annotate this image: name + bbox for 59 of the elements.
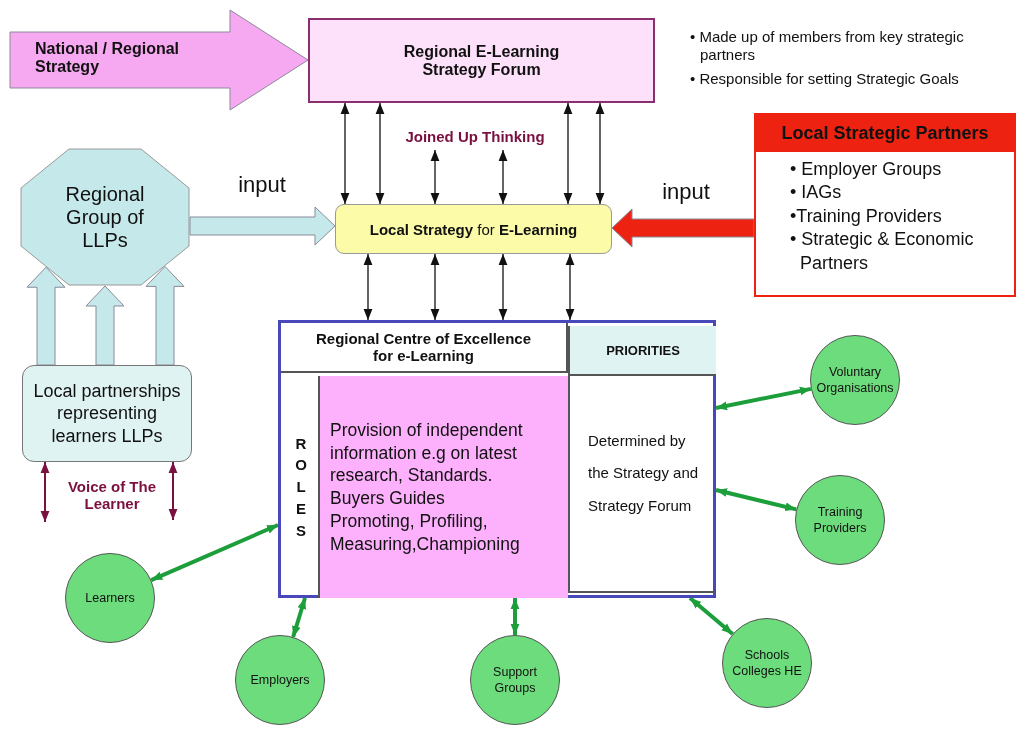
arrow: [595, 102, 605, 205]
forum-box: [308, 18, 655, 103]
arrow: [715, 488, 797, 512]
arrow: [498, 253, 508, 321]
arrow: [375, 102, 385, 205]
circle-label: Support Groups: [492, 663, 538, 697]
block-arrow: [85, 285, 125, 366]
arrow: [498, 149, 508, 205]
note-text: • Responsible for setting Strategic Goals: [690, 70, 960, 88]
arrow: [715, 386, 812, 411]
list-item: • IAGs: [790, 181, 843, 205]
arrow: [510, 598, 520, 635]
column-heading: PRIORITIES: [606, 342, 680, 358]
arrow: [150, 523, 279, 582]
box-label: Regional Group of LLPs: [64, 182, 146, 252]
arrow: [563, 102, 573, 205]
arrow: [168, 461, 178, 521]
arrow: [363, 253, 373, 321]
box-label: Local Strategy for E-Learning: [369, 220, 578, 238]
circle-label: Schools Colleges HE: [731, 646, 803, 680]
circle-label: Employers: [249, 671, 311, 689]
list-item: •Training Providers: [790, 204, 943, 228]
arrow: [430, 253, 440, 321]
list-item: • Strategic & Economic Partners: [790, 228, 975, 275]
arrow: [565, 253, 575, 321]
arrow: [40, 461, 50, 523]
panel-heading: Local Strategic Partners: [756, 115, 1014, 152]
circle-label: Training Providers: [812, 503, 868, 537]
roles-panel: [320, 376, 568, 598]
edge-label: input: [237, 172, 287, 198]
box-label: Local partnerships representing learners LLPs: [32, 379, 182, 448]
circle-label: Learners: [84, 589, 136, 607]
box-label: Regional E-Learning Strategy Forum: [402, 42, 561, 79]
circle-label: Voluntary Organisations: [815, 363, 895, 397]
block-arrow: [145, 265, 185, 366]
body-text: Determined by the Strategy and Strategy Forum: [588, 431, 700, 516]
note-text: • Made up of members from key strategic partners: [690, 28, 965, 64]
annotation-text: Voice of The Learner: [66, 478, 158, 512]
partnerships-box: [22, 365, 192, 462]
edge-label: input: [661, 179, 711, 205]
centre-table: [278, 320, 716, 598]
body-text: Provision of independent information e.g on latest research, Standards.: [330, 418, 524, 487]
priorities-panel: [568, 376, 716, 593]
partners-panel: [754, 113, 1016, 297]
annotation-text: Joined Up Thinking: [404, 128, 546, 145]
block-arrow: [26, 266, 66, 366]
arrow: [291, 597, 307, 638]
arrow: [688, 596, 734, 636]
vertical-label: ROLES: [294, 433, 308, 541]
group-octagon: [20, 148, 190, 286]
body-text: Buyers Guides: [330, 487, 446, 510]
block-arrow: [611, 208, 755, 248]
priorities-header: [568, 326, 716, 376]
arrow: [340, 102, 350, 205]
block-arrow: [189, 206, 336, 246]
arrow: [430, 149, 440, 205]
list-item: • Employer Groups: [790, 158, 943, 181]
strategy-box: [335, 204, 612, 254]
body-text: Promoting, Profiling, Measuring,Championing: [330, 509, 521, 556]
